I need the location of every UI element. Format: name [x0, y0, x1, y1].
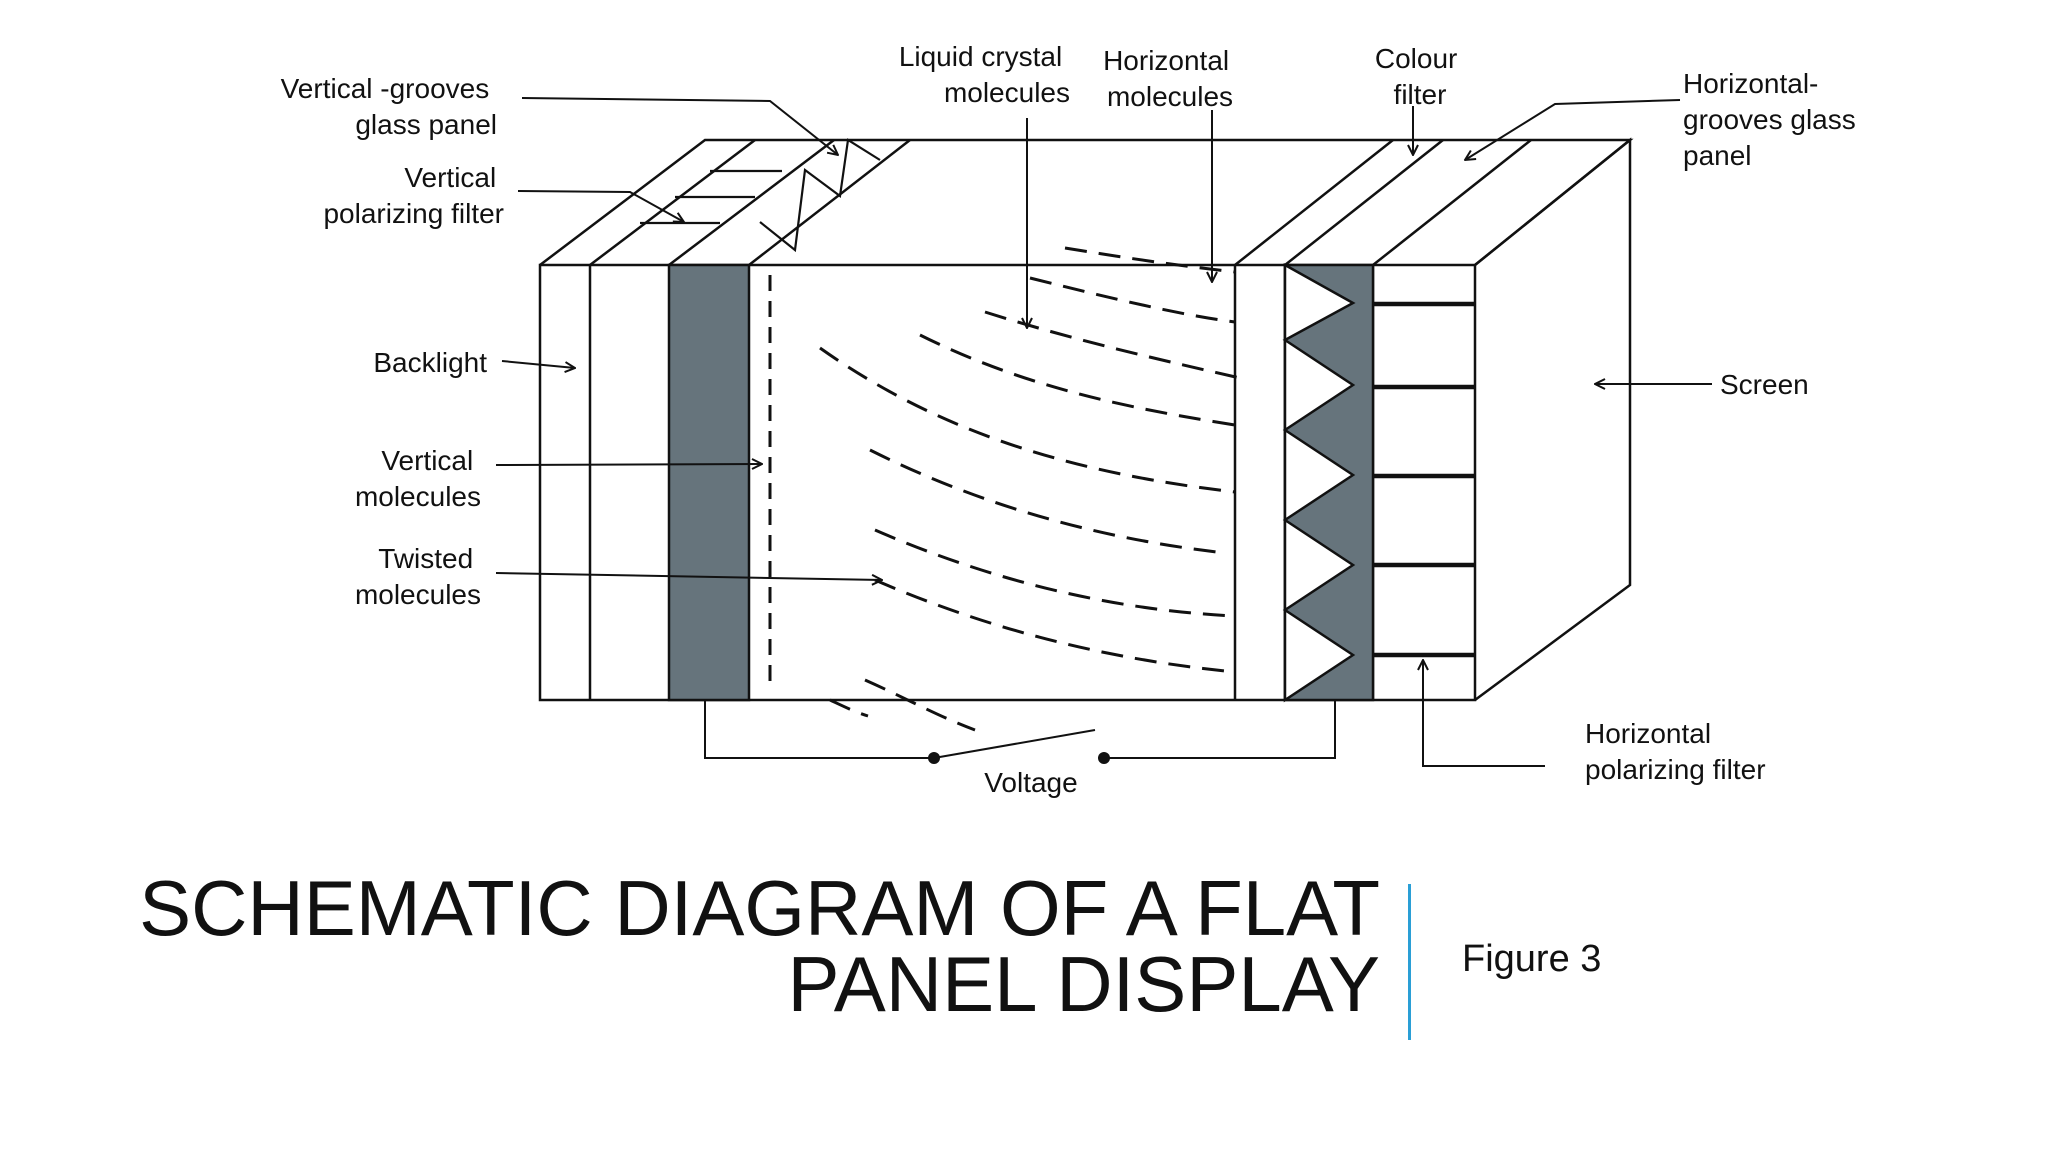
front-face [538, 263, 1477, 702]
label-horizontal-grooves-glass-panel: Horizontal- grooves glass panel [1683, 68, 1864, 171]
label-voltage: Voltage [984, 767, 1077, 798]
label-horizontal-molecules: Horizontal molecules [1103, 45, 1237, 112]
leader-horizontal-polarizing [1423, 660, 1545, 767]
leader-vertical-polarizing [517, 190, 684, 222]
right-face [1474, 137, 1632, 702]
label-liquid-crystal-molecules: Liquid crystal molecules [899, 41, 1070, 108]
label-horizontal-polarizing-filter: Horizontal polarizing filter [1585, 718, 1766, 785]
voltage-terminal [928, 752, 940, 764]
leader-horizontal-grooves [1465, 99, 1681, 160]
label-twisted-molecules: Twisted molecules [355, 543, 481, 610]
label-backlight: Backlight [373, 347, 487, 378]
twisted-molecules [819, 246, 1241, 732]
page-title: SCHEMATIC DIAGRAM OF A FLAT PANEL DISPLA… [80, 864, 1380, 1028]
label-colour-filter: Colour filter [1375, 43, 1465, 110]
top-zigzag [759, 138, 881, 253]
vertical-polarizing-filter [667, 263, 751, 702]
label-vertical-polarizing-filter: Vertical polarizing filter [323, 162, 504, 229]
voltage-terminal [1098, 752, 1110, 764]
label-vertical-grooves-glass-panel: Vertical -grooves glass panel [281, 73, 497, 140]
title-divider [1408, 884, 1411, 1040]
title-line-2: PANEL DISPLAY [787, 940, 1380, 1028]
label-vertical-molecules: Vertical molecules [355, 445, 481, 512]
leader-twisted-molecules [495, 572, 882, 580]
leader-backlight [501, 360, 575, 368]
title-line-1: SCHEMATIC DIAGRAM OF A FLAT [139, 864, 1380, 952]
label-screen: Screen [1720, 369, 1809, 400]
figure-label: Figure 3 [1462, 938, 1602, 980]
leader-vertical-grooves [521, 97, 838, 155]
colour-filter-zigzag [1282, 262, 1356, 703]
leader-vertical-molecules [495, 464, 762, 465]
